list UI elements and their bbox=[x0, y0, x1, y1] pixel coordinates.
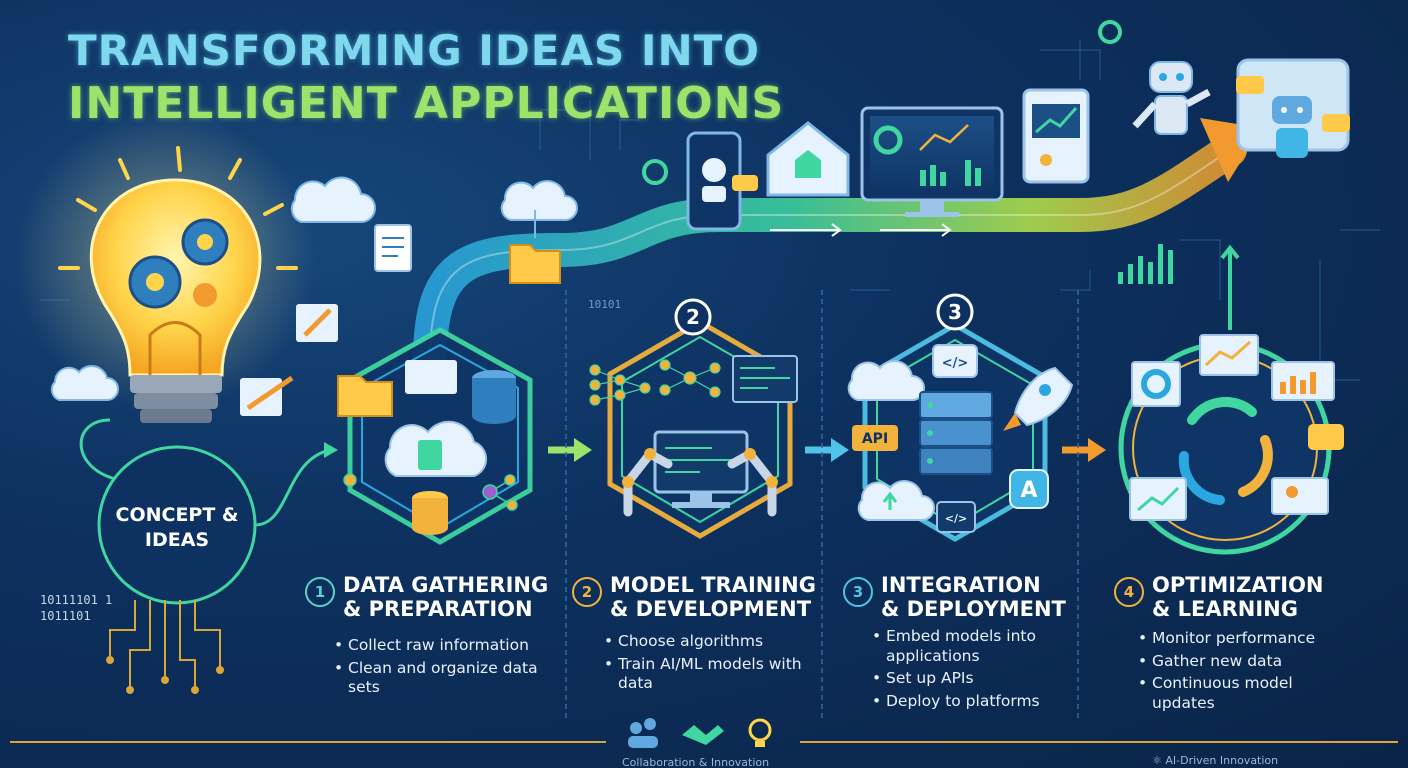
stage1-title: DATA GATHERING & PREPARATION bbox=[343, 573, 548, 621]
binary-decoration: 10111101 1 1011101 bbox=[40, 592, 112, 624]
badge-stage3-number: 3 bbox=[948, 300, 962, 324]
smartphone-icon bbox=[686, 131, 758, 231]
concept-label-line1: CONCEPT & bbox=[115, 504, 239, 526]
stage1-bullet: Collect raw information bbox=[334, 636, 559, 656]
stage2-bullet: Choose algorithms bbox=[604, 632, 814, 652]
stage4-number: 4 bbox=[1114, 577, 1144, 607]
stage4-title-line2: & LEARNING bbox=[1152, 597, 1298, 621]
stage1-number: 1 bbox=[305, 577, 335, 607]
dashboard-icon bbox=[860, 106, 1004, 217]
stage3-header: 3 INTEGRATION & DEPLOYMENT bbox=[843, 573, 1066, 621]
binary-line-2: 1011101 bbox=[40, 609, 91, 623]
stage4-title: OPTIMIZATION & LEARNING bbox=[1152, 573, 1324, 621]
stage3-number: 3 bbox=[843, 577, 873, 607]
stage2-bullets: Choose algorithms Train AI/ML models wit… bbox=[604, 632, 814, 697]
concept-lightbulb bbox=[15, 110, 338, 694]
document-icon bbox=[374, 224, 412, 272]
server-stack-icon bbox=[919, 391, 993, 475]
badge-stage2: 2 bbox=[674, 298, 712, 336]
stage2-bullet: Train AI/ML models with data bbox=[604, 655, 814, 694]
smart-home-icon bbox=[766, 121, 850, 197]
stage3-bullet: Deploy to platforms bbox=[872, 692, 1072, 712]
stage1-header: 1 DATA GATHERING & PREPARATION bbox=[305, 573, 548, 621]
chart-icon bbox=[1129, 334, 1335, 521]
concept-label-line2: IDEAS bbox=[144, 529, 210, 551]
gear-icon bbox=[128, 218, 229, 309]
ai-icon: ⚛ bbox=[1152, 754, 1166, 767]
database-icon bbox=[412, 370, 516, 535]
cycle-arrows-icon bbox=[1178, 396, 1273, 505]
api-badge-icon: API bbox=[852, 425, 898, 451]
collaboration-icon bbox=[628, 718, 658, 748]
idea-icon bbox=[748, 718, 772, 747]
stage-arrows bbox=[548, 438, 1106, 462]
footer-right-label: ⚛ AI-Driven Innovation bbox=[1152, 754, 1278, 767]
stage4-title-line1: OPTIMIZATION bbox=[1152, 573, 1324, 597]
code-badge-text: </> bbox=[942, 356, 969, 371]
stage1-title-line2: & PREPARATION bbox=[343, 597, 533, 621]
cloud-icon bbox=[384, 420, 488, 477]
stage1-title-line1: DATA GATHERING bbox=[343, 573, 549, 597]
footer-left-label: Collaboration & Innovation bbox=[622, 756, 770, 768]
app-icon: A bbox=[1009, 469, 1049, 509]
bar-graph-decoration bbox=[1118, 244, 1173, 284]
stage2-title: MODEL TRAINING & DEVELOPMENT bbox=[610, 573, 816, 621]
stage3-title-line1: INTEGRATION bbox=[881, 573, 1041, 597]
monitor-icon bbox=[653, 430, 749, 508]
chat-bubble-icon bbox=[1308, 424, 1344, 450]
footer-right-text: AI-Driven Innovation bbox=[1165, 754, 1279, 767]
code-badge-icon: </> </> bbox=[932, 344, 978, 533]
stage3-bullet: Set up APIs bbox=[872, 669, 1072, 689]
stage4-header: 4 OPTIMIZATION & LEARNING bbox=[1114, 573, 1324, 621]
neural-network-icon bbox=[589, 359, 721, 406]
folder-icon bbox=[337, 375, 393, 417]
binary-line-1: 10111101 1 bbox=[40, 593, 113, 607]
stage4-bullet: Monitor performance bbox=[1138, 629, 1338, 649]
code-window-icon bbox=[732, 355, 798, 403]
code-badge-text-2: </> bbox=[945, 512, 967, 525]
app-icon-letter: A bbox=[1020, 478, 1037, 503]
robot-arm-icon bbox=[623, 448, 777, 517]
stage2-title-line2: & DEVELOPMENT bbox=[610, 597, 812, 621]
badge-stage2-number: 2 bbox=[686, 305, 700, 329]
handshake-icon bbox=[682, 725, 724, 745]
main-title-line1: TRANSFORMING IDEAS INTO bbox=[68, 26, 760, 75]
main-title-line2: INTELLIGENT APPLICATIONS bbox=[68, 78, 785, 129]
binary-decoration-mid: 10101 bbox=[588, 298, 622, 311]
stage4-bullets: Monitor performance Gather new data Cont… bbox=[1138, 629, 1338, 716]
stage3-bullet: Embed models into applications bbox=[872, 627, 1072, 666]
stage4-bullet: Gather new data bbox=[1138, 652, 1338, 672]
chat-bubble-icon bbox=[1236, 58, 1350, 158]
stage2-number: 2 bbox=[572, 577, 602, 607]
browser-window-icon bbox=[405, 360, 457, 394]
stage3-title: INTEGRATION & DEPLOYMENT bbox=[881, 573, 1066, 621]
neural-network-icon bbox=[343, 473, 518, 511]
gear-icon bbox=[642, 20, 1122, 185]
api-badge-text: API bbox=[862, 431, 888, 447]
stage3-bullets: Embed models into applications Set up AP… bbox=[872, 627, 1072, 714]
cloud-icon bbox=[847, 360, 935, 521]
stage1-bullets: Collect raw information Clean and organi… bbox=[334, 636, 559, 701]
cloud-icon bbox=[500, 180, 578, 238]
concept-label: CONCEPT & IDEAS bbox=[102, 503, 252, 553]
folder-icon bbox=[509, 244, 561, 284]
stage4-bullet: Continuous model updates bbox=[1138, 674, 1338, 713]
robot-icon bbox=[1132, 61, 1211, 135]
stage1-bullet: Clean and organize data sets bbox=[334, 659, 559, 698]
pencil-icon bbox=[240, 304, 338, 416]
stage3-title-line2: & DEPLOYMENT bbox=[881, 597, 1066, 621]
rocket-icon bbox=[1003, 366, 1074, 431]
badge-stage3: 3 bbox=[936, 293, 974, 331]
cloud-icon bbox=[50, 176, 376, 401]
stage2-header: 2 MODEL TRAINING & DEVELOPMENT bbox=[572, 573, 816, 621]
stage2-title-line1: MODEL TRAINING bbox=[610, 573, 816, 597]
chart-icon bbox=[1022, 88, 1090, 184]
